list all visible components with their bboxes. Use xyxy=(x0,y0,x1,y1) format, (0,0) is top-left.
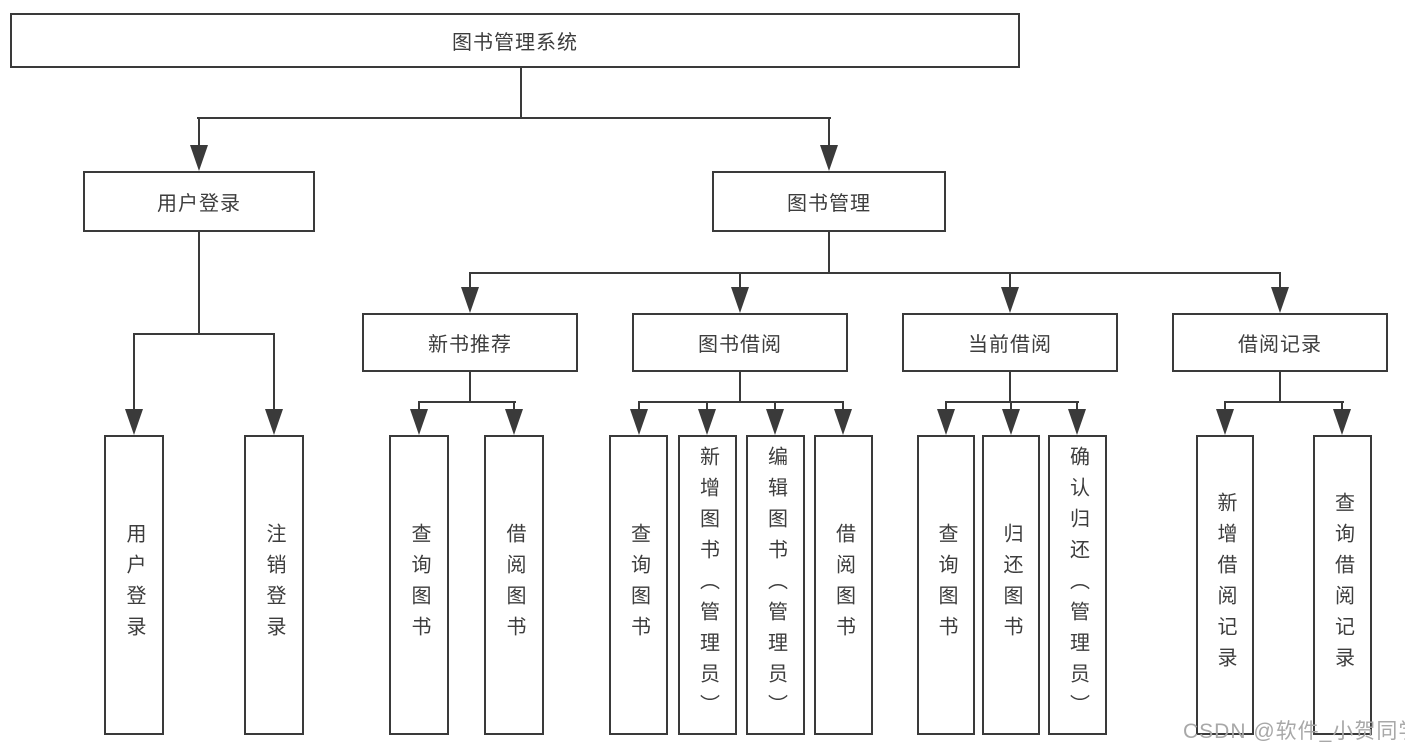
node-return-books: 归还图书 xyxy=(982,435,1040,735)
arrow-new-book-recommend xyxy=(461,287,479,313)
arrow-current-borrow xyxy=(1001,287,1019,313)
arrow-query-books-borrow xyxy=(630,409,648,435)
connector-book-borrow-bus xyxy=(638,401,844,403)
node-user-login: 用户登录 xyxy=(83,171,315,232)
connector-book-management-stem xyxy=(828,232,830,274)
node-label: 当前借阅 xyxy=(968,334,1052,356)
connector-drop-confirm-return-admin xyxy=(1076,401,1078,411)
node-label: 查询图书 xyxy=(408,523,430,647)
arrow-borrow-books-recommend xyxy=(505,409,523,435)
node-label: 查询图书 xyxy=(935,523,957,647)
node-edit-book-admin: 编辑图书（管理员） xyxy=(746,435,805,735)
connector-level1-bus xyxy=(197,117,831,119)
arrow-return-books xyxy=(1002,409,1020,435)
node-user-login-leaf: 用户登录 xyxy=(104,435,164,735)
connector-drop-new-book-recommend xyxy=(469,272,471,289)
connector-drop-borrow-books-leaf xyxy=(842,401,844,411)
arrow-user-login xyxy=(190,145,208,171)
node-label: 新增借阅记录 xyxy=(1214,492,1236,678)
node-label: 新增图书（管理员） xyxy=(696,445,719,725)
connector-borrow-records-stem xyxy=(1279,372,1281,403)
arrow-add-book-admin xyxy=(698,409,716,435)
connector-drop-query-borrow-record xyxy=(1341,401,1343,411)
node-label: 查询图书 xyxy=(627,523,650,647)
connector-level3-bus xyxy=(469,272,1281,274)
connector-root-stem xyxy=(520,68,522,119)
node-book-management: 图书管理 xyxy=(712,171,946,232)
connector-drop-add-book-admin xyxy=(706,401,708,411)
arrow-confirm-return-admin xyxy=(1068,409,1086,435)
node-borrow-books-recommend: 借阅图书 xyxy=(484,435,544,735)
connector-drop-borrow-records xyxy=(1279,272,1281,289)
node-label: 图书管理系统 xyxy=(452,32,578,54)
node-library-management-system: 图书管理系统 xyxy=(10,13,1020,68)
node-add-borrow-record: 新增借阅记录 xyxy=(1196,435,1254,735)
connector-book-borrow-stem xyxy=(739,372,741,403)
node-label: 查询借阅记录 xyxy=(1331,492,1354,678)
node-query-books-borrow: 查询图书 xyxy=(609,435,668,735)
node-confirm-return-admin: 确认归还（管理员） xyxy=(1048,435,1107,735)
node-query-books-recommend: 查询图书 xyxy=(389,435,449,735)
connector-drop-add-borrow-record xyxy=(1224,401,1226,411)
connector-user-login-bus xyxy=(133,333,275,335)
node-label: 编辑图书（管理员） xyxy=(764,445,787,725)
node-logout: 注销登录 xyxy=(244,435,304,735)
connector-drop-return-books xyxy=(1010,401,1012,411)
connector-drop-edit-book-admin xyxy=(774,401,776,411)
arrow-query-books-recommend xyxy=(410,409,428,435)
node-label: 确认归还（管理员） xyxy=(1066,445,1089,725)
connector-drop-user-login-leaf xyxy=(133,333,135,411)
node-current-borrow: 当前借阅 xyxy=(902,313,1118,372)
node-label: 归还图书 xyxy=(1000,523,1022,647)
connector-drop-query-books-borrow xyxy=(638,401,640,411)
connector-drop-borrow-books-recommend xyxy=(513,401,515,411)
node-query-borrow-record: 查询借阅记录 xyxy=(1313,435,1372,735)
node-label: 借阅图书 xyxy=(503,523,525,647)
connector-recommend-stem xyxy=(469,372,471,403)
node-label: 注销登录 xyxy=(263,523,285,647)
connector-current-borrow-bus xyxy=(945,401,1079,403)
node-label: 用户登录 xyxy=(157,193,241,215)
node-label: 借阅图书 xyxy=(832,523,855,647)
arrow-edit-book-admin xyxy=(766,409,784,435)
connector-borrow-records-bus xyxy=(1224,401,1344,403)
arrow-book-borrow xyxy=(731,287,749,313)
connector-drop-book-borrow xyxy=(739,272,741,289)
arrow-query-borrow-record xyxy=(1333,409,1351,435)
connector-drop-logout xyxy=(273,333,275,411)
arrow-borrow-books-leaf xyxy=(834,409,852,435)
connector-recommend-bus xyxy=(418,401,516,403)
arrow-book-management xyxy=(820,145,838,171)
node-new-book-recommend: 新书推荐 xyxy=(362,313,578,372)
arrow-borrow-records xyxy=(1271,287,1289,313)
node-label: 图书借阅 xyxy=(698,334,782,356)
node-book-borrow: 图书借阅 xyxy=(632,313,848,372)
connector-user-login-stem xyxy=(198,232,200,335)
arrow-add-borrow-record xyxy=(1216,409,1234,435)
node-borrow-records: 借阅记录 xyxy=(1172,313,1388,372)
node-label: 用户登录 xyxy=(123,523,145,647)
connector-current-borrow-stem xyxy=(1009,372,1011,403)
node-borrow-books-leaf: 借阅图书 xyxy=(814,435,873,735)
connector-drop-query-books-recommend xyxy=(418,401,420,411)
connector-drop-book-management xyxy=(828,117,830,147)
connector-drop-query-books-current xyxy=(945,401,947,411)
node-label: 图书管理 xyxy=(787,193,871,215)
connector-drop-current-borrow xyxy=(1009,272,1011,289)
arrow-query-books-current xyxy=(937,409,955,435)
node-label: 新书推荐 xyxy=(428,334,512,356)
arrow-user-login-leaf xyxy=(125,409,143,435)
connector-drop-user-login xyxy=(198,117,200,147)
csdn-watermark: CSDN @软件_小贺同学 xyxy=(1183,720,1405,743)
arrow-logout xyxy=(265,409,283,435)
node-label: 借阅记录 xyxy=(1238,334,1322,356)
node-add-book-admin: 新增图书（管理员） xyxy=(678,435,737,735)
node-query-books-current: 查询图书 xyxy=(917,435,975,735)
